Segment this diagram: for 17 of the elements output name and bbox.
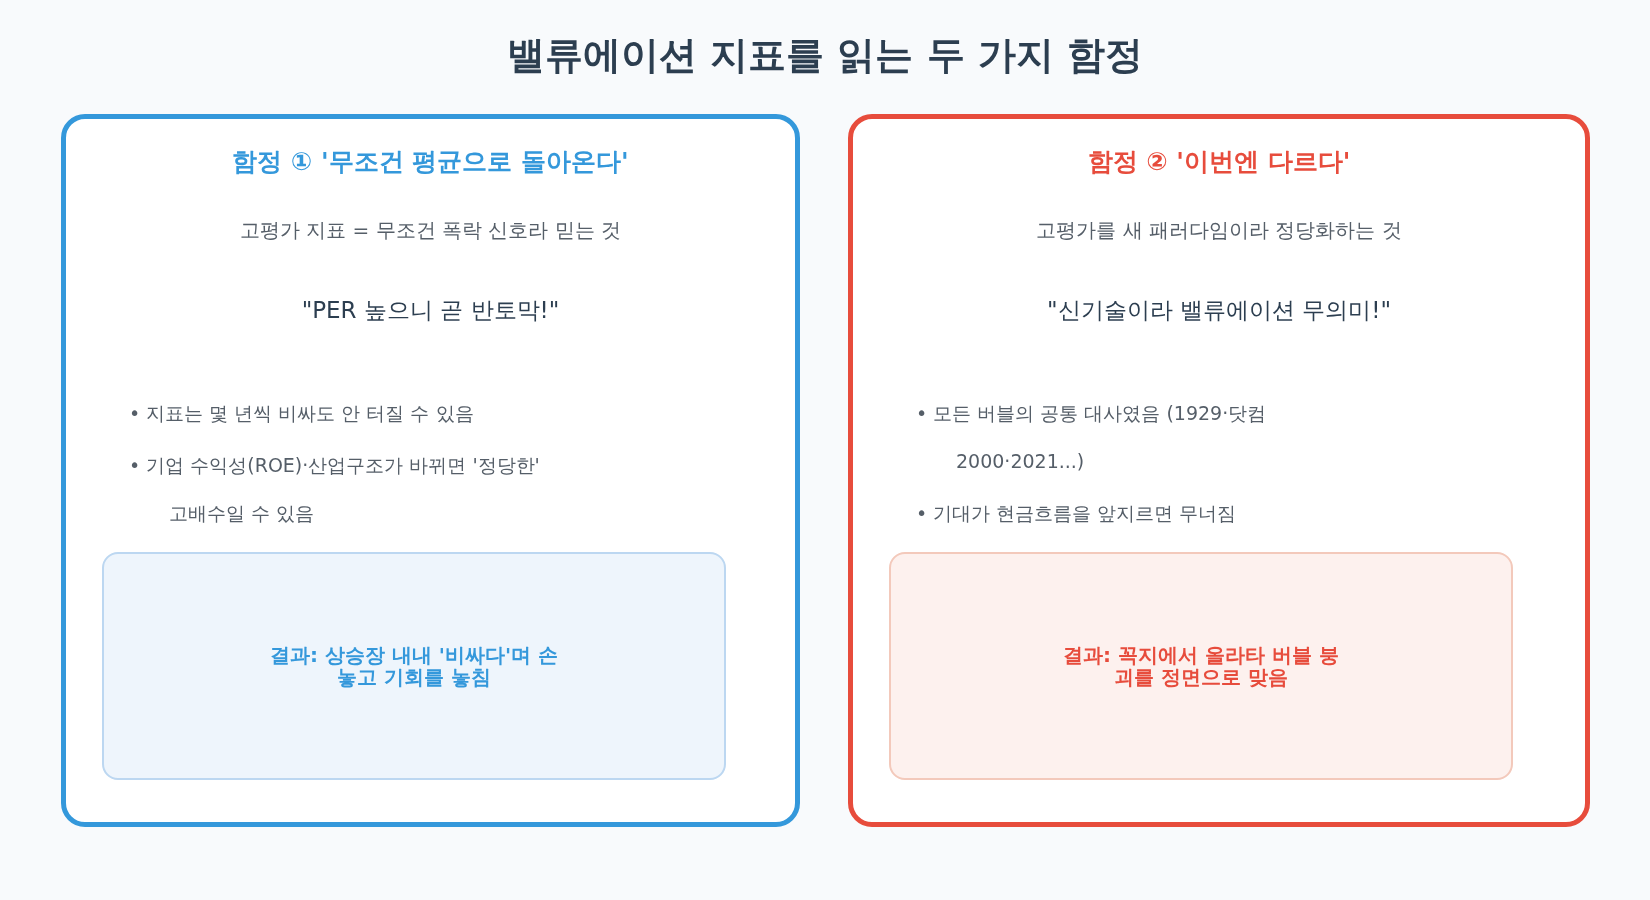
panel <box>848 114 1590 827</box>
subtitle: 고평가 지표 = 무조건 폭락 신호라 믿는 것 <box>238 217 623 244</box>
panel-heading: 함정 ① '무조건 평균으로 돌아온다' <box>231 146 630 178</box>
bullet-text: • 지표는 몇 년씩 비싸도 안 터질 수 있음 <box>129 401 475 426</box>
bullet-text: • 기대가 현금흐름을 앞지르면 무너짐 <box>916 501 1238 526</box>
panel-heading: 함정 ② '이번엔 다르다' <box>1086 146 1352 178</box>
bullet-text: • 기업 수익성(ROE)·산업구조가 바뀌면 '정당한' 고배수일 수 있음 <box>129 453 541 526</box>
subtitle: 고평가를 새 패러다임이라 정당화하는 것 <box>1035 217 1403 244</box>
result-text: 결과: 꼭지에서 올라타 버블 붕괴를 정면으로 맞음 <box>1062 644 1340 688</box>
result-text: 결과: 상승장 내내 '비싸다'며 손 놓고 기회를 놓침 <box>269 644 559 688</box>
quote: "신기술이라 밸류에이션 무의미!" <box>1046 296 1392 325</box>
result-box <box>889 552 1513 780</box>
panel <box>61 114 800 827</box>
result-box <box>102 552 726 780</box>
quote: "PER 높으니 곧 반토막!" <box>300 296 561 325</box>
bullet-text: • 모든 버블의 공통 대사였음 (1929·닷컴 2000·2021...) <box>916 401 1268 474</box>
title: 밸류에이션 지표를 읽는 두 가지 함정 <box>505 32 1145 79</box>
